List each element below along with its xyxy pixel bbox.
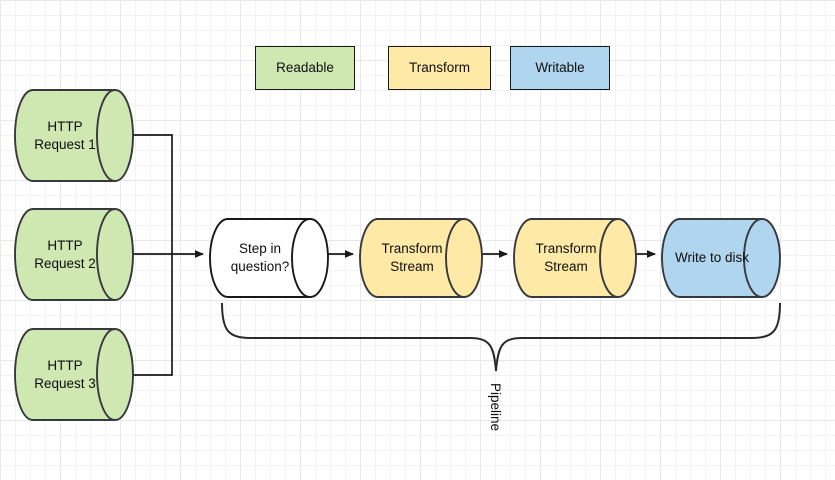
- node-label-http-request-3[interactable]: HTTP Request 3: [15, 329, 115, 420]
- label-line: Transform: [535, 241, 597, 257]
- label-line: Request 1: [34, 136, 96, 152]
- legend-label-writable: Writable: [535, 59, 585, 75]
- label-line: question?: [230, 259, 290, 274]
- legend-item-readable[interactable]: Readable: [255, 46, 355, 90]
- label-line: HTTP: [47, 118, 83, 134]
- legend-label-transform: Transform: [408, 59, 470, 75]
- label-line: Write to disk: [674, 250, 750, 266]
- label-line: HTTP: [47, 237, 83, 253]
- connector-req1-to-step: [133, 134, 173, 254]
- label-line: Step in: [238, 241, 282, 257]
- connector-req3-to-step: [133, 254, 173, 376]
- node-label-transform-stream-2[interactable]: Transform Stream: [514, 219, 618, 297]
- label-line: Transform: [381, 241, 443, 257]
- pipeline-label[interactable]: Pipeline: [488, 383, 503, 432]
- label-line: Stream: [544, 259, 588, 274]
- legend-item-transform[interactable]: Transform: [388, 46, 491, 90]
- node-label-http-request-2[interactable]: HTTP Request 2: [15, 209, 115, 300]
- node-label-http-request-1[interactable]: HTTP Request 1: [15, 90, 115, 181]
- label-line: HTTP: [47, 357, 83, 373]
- legend-label-readable: Readable: [276, 59, 334, 75]
- pipeline-brace: [221, 302, 781, 372]
- label-line: Request 3: [34, 375, 96, 391]
- node-label-transform-stream-1[interactable]: Transform Stream: [360, 219, 464, 297]
- node-label-step-in-question[interactable]: Step in question?: [210, 219, 310, 297]
- node-label-write-to-disk[interactable]: Write to disk: [662, 219, 762, 297]
- legend-item-writable[interactable]: Writable: [510, 46, 610, 90]
- label-line: Request 2: [34, 255, 96, 271]
- label-line: Stream: [390, 259, 434, 274]
